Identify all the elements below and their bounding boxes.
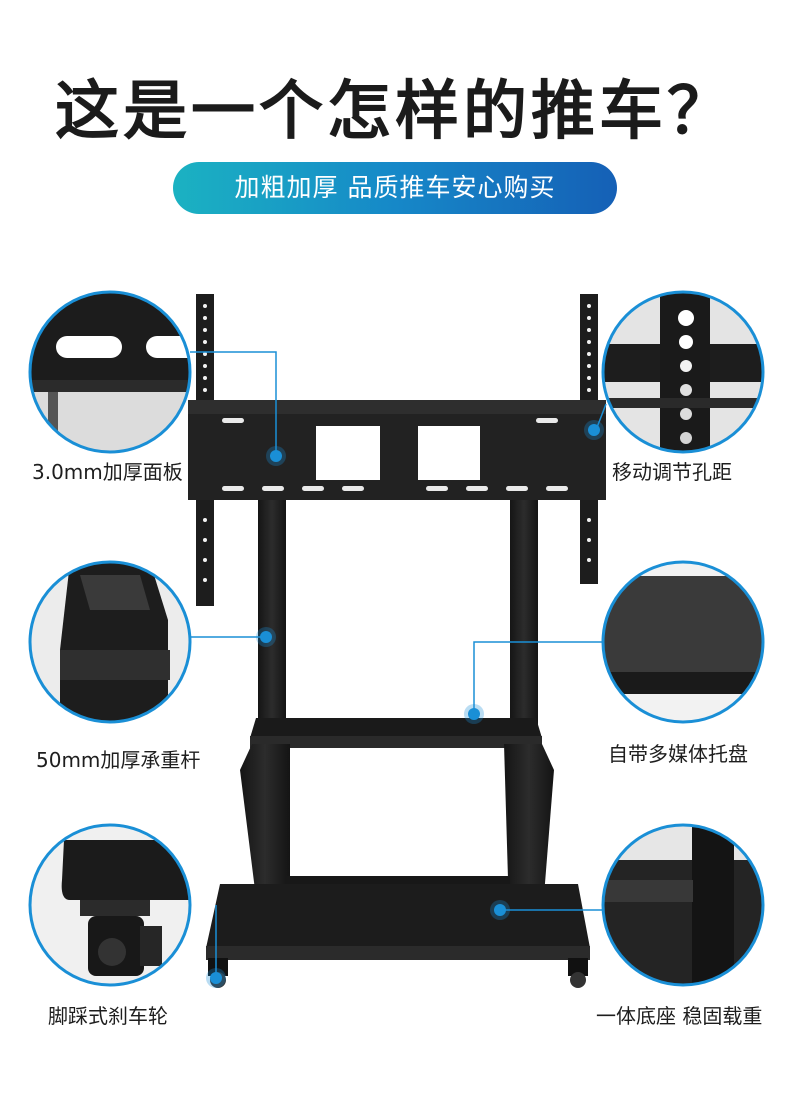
label-media-tray: 自带多媒体托盘: [608, 742, 748, 766]
headline: 这是一个怎样的推车？: [55, 75, 735, 149]
label-plate-thickness: 3.0mm加厚面板: [32, 460, 183, 484]
label-pole-thickness: 50mm加厚承重杆: [36, 748, 201, 772]
detail-plate: [28, 290, 192, 454]
tv-cart: [188, 294, 606, 988]
detail-pole: [28, 560, 192, 724]
callout-lines: [190, 351, 607, 978]
label-brake-wheel: 脚踩式刹车轮: [48, 1004, 168, 1028]
callout-markers: [206, 420, 604, 988]
detail-wheel: [28, 823, 192, 987]
label-base: 一体底座 稳固载重: [596, 1004, 763, 1028]
label-adjustable-holes: 移动调节孔距: [612, 460, 732, 484]
detail-holes: [601, 290, 765, 454]
detail-tray: [601, 560, 765, 724]
detail-base: [601, 823, 765, 987]
subtitle-banner: 加粗加厚 品质推车安心购买: [173, 162, 617, 214]
